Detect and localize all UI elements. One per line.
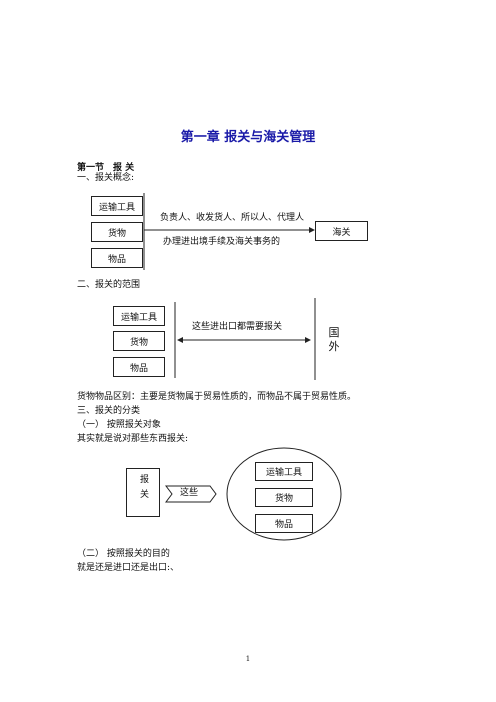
d1-box-articles: 物品 <box>91 248 143 268</box>
by-purpose-heading: （二） 按照报关的目的 <box>77 549 170 559</box>
d3-box-bao-guan <box>126 468 160 517</box>
concept-heading: 一、报关概念: <box>77 173 135 183</box>
by-object-text: 其实就是说对那些东西报关: <box>77 434 189 444</box>
by-object-heading: （一） 按照报关对象 <box>77 420 161 430</box>
classification-heading: 三、报关的分类 <box>77 406 141 416</box>
d3-arrow-text: 这些 <box>180 488 199 498</box>
d2-arrow-text: 这些进出口都需要报关 <box>192 322 283 332</box>
d3-box-goods: 货物 <box>255 488 313 507</box>
d3-box-articles: 物品 <box>255 514 313 533</box>
d3-block-arrow <box>165 485 217 503</box>
section-title: 第一节 报 关 <box>77 163 135 173</box>
d1-action-text: 办理进出境手续及海关事务的 <box>163 237 281 247</box>
d1-box-transport: 运输工具 <box>91 196 143 216</box>
d1-subjects-text: 负责人、收发货人、所以人、代理人 <box>160 213 305 223</box>
d3-ellipse <box>226 447 342 541</box>
d3-bao-guan-label: 报关 <box>138 474 148 504</box>
page-number: 1 <box>245 655 251 663</box>
d2-box-goods: 货物 <box>113 331 165 351</box>
d2-box-transport: 运输工具 <box>113 306 165 326</box>
d2-box-articles: 物品 <box>113 357 165 377</box>
d2-abroad-label: 国外 <box>328 326 340 353</box>
d1-box-customs: 海关 <box>315 221 368 241</box>
chapter-title: 第一章 报关与海关管理 <box>180 130 316 145</box>
by-purpose-text: 就是还是进口还是出口:、 <box>77 563 180 573</box>
goods-difference-text: 货物物品区别：主要是货物属于贸易性质的，而物品不属于贸易性质。 <box>77 392 357 402</box>
d3-box-transport: 运输工具 <box>255 462 313 481</box>
d1-box-goods: 货物 <box>91 222 143 242</box>
scope-heading: 二、报关的范围 <box>77 280 141 290</box>
